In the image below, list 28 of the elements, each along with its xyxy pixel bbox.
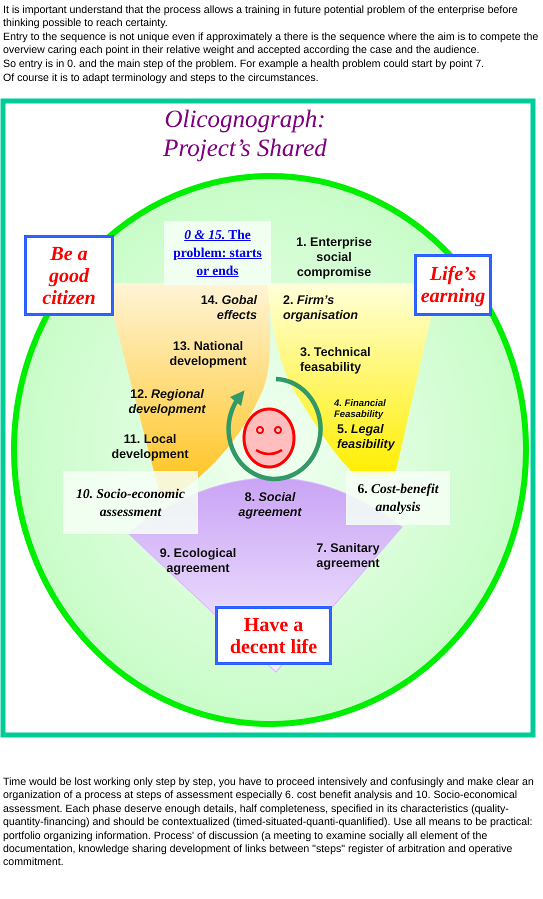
step-box <box>63 471 198 534</box>
step-label: 4. Financial Feasability <box>334 398 387 420</box>
step-label: 14. Gobal effects <box>200 293 257 323</box>
note-text: It is important understand that the process allows a training in future potential problem of the enterprise before thinking possible to reach certainty. <box>3 4 519 31</box>
note-text: Time would be lost working only step by step, you have to proceed intensively and confusingly and make clear an organization of a process at steps of assessment especially 6. cost benefit analysis and 10. Socio-economical assessment. Each phase deserve enough details, half completeness, specified in its characteristics (quality-quantity-financing) and should be contextualized (timed-situated-quanti-quanlified). Use all means to be practical: portfolio organizing information. Process' of discussion (a meeting to examine socially all element of the documentation, knowledge sharing development of links between "steps" register of arbitration and operative commitment. <box>3 776 535 870</box>
step-label: 8. Social agreement <box>237 490 303 520</box>
step-label: 12. Regional development <box>127 387 207 417</box>
step-label: 13. National development <box>168 339 248 369</box>
goal-label: Have a decent life <box>228 614 318 658</box>
note-text: Of course it is to adapt terminology and steps to the circumstances. <box>3 72 320 86</box>
step-box <box>346 471 450 525</box>
goal-box <box>414 254 492 316</box>
step-label: 10. Socio-economic assessment <box>75 484 186 520</box>
step-label: 2. Firm’s organisation <box>283 293 360 323</box>
goal-box <box>24 235 114 316</box>
step-label: 0 & 15. The problem: starts or ends <box>172 226 263 280</box>
note-text: Entry to the sequence is not unique even if approximately a there is the sequence where the aim is to compete the overview caring each point in their relative weight and accepted according the case and the audience. <box>3 31 540 58</box>
step-box <box>164 221 271 285</box>
diagram-title: Olicognograph: Project’s Shared <box>162 105 328 163</box>
step-label: 6. Cost-benefit analysis <box>356 480 440 516</box>
goal-label: Life’s earning <box>420 263 486 307</box>
step-label: 1. Enterprise social compromise <box>295 235 373 280</box>
step-label: 7. Sanitary agreement <box>315 541 381 571</box>
note-text: So entry is in 0. and the main step of the problem. For example a health problem could start by point 7. <box>3 58 486 72</box>
step-label: 5. Legal feasibility <box>337 422 396 452</box>
goal-label: Be a good citizen <box>41 242 97 308</box>
step-label: 9. Ecological agreement <box>158 546 238 576</box>
step-label: 3. Technical feasability <box>300 345 372 375</box>
